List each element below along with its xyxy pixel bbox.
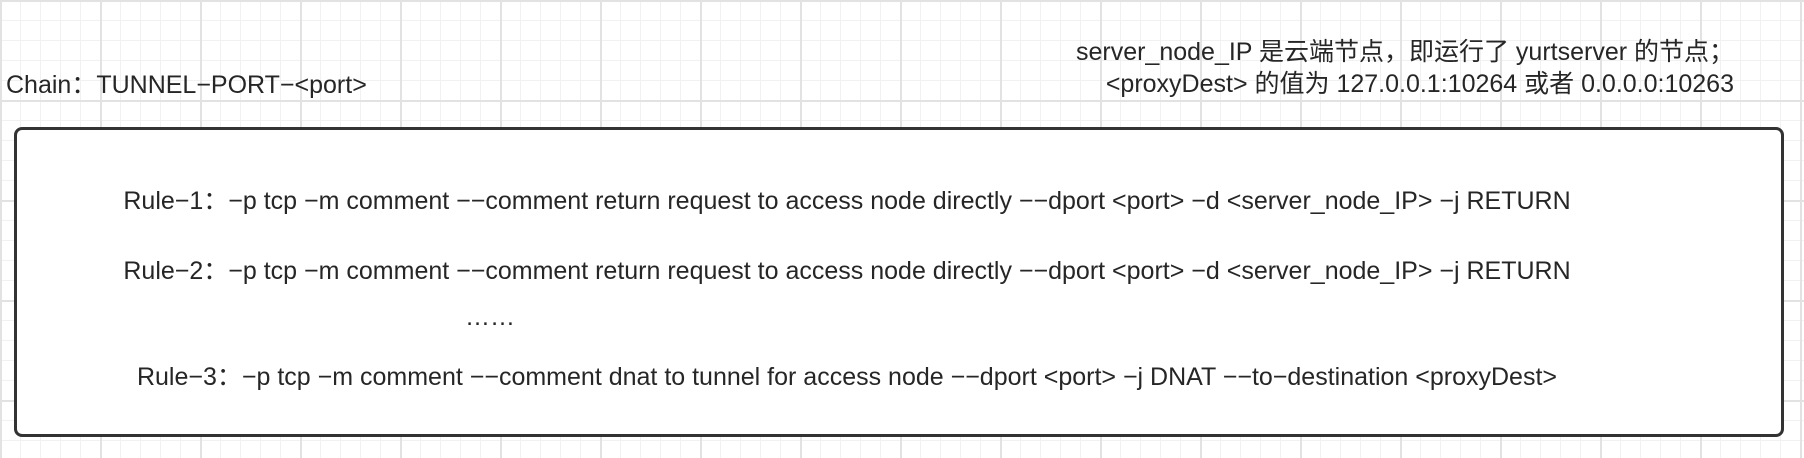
rule-2: Rule−2：−p tcp −m comment −−comment retur… (123, 257, 1571, 285)
note-text: server_node_IP 是云端节点，即运行了 yurtserver 的节点… (1076, 36, 1734, 100)
rule-3: Rule−3：−p tcp −m comment −−comment dnat … (136, 363, 1558, 391)
rules-box: Rule−1：−p tcp −m comment −−comment retur… (14, 127, 1784, 437)
note-line-server-node: server_node_IP 是云端节点，即运行了 yurtserver 的节点… (1075, 38, 1734, 66)
ellipsis: …… (465, 303, 515, 331)
rule-1: Rule−1：−p tcp −m comment −−comment retur… (123, 187, 1571, 215)
chain-label: Chain：TUNNEL−PORT−<port> (6, 71, 367, 99)
note-line-proxy-dest: <proxyDest> 的值为 127.0.0.1:10264 或者 0.0.0… (1105, 70, 1734, 98)
